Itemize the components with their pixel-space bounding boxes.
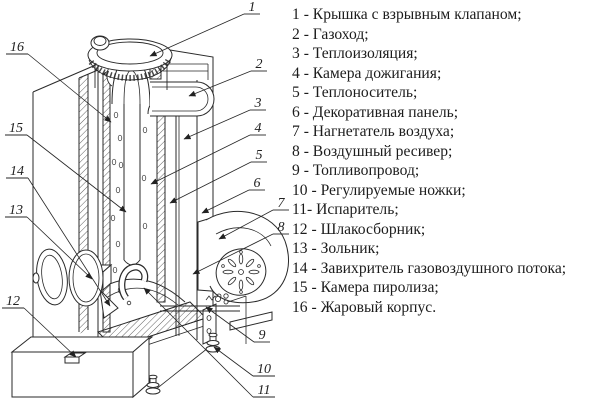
adjustable-feet: [145, 332, 221, 395]
callout-number: 10: [257, 362, 271, 377]
legend-item: 4 - Камера дожигания;: [292, 64, 442, 82]
leader-line: [201, 189, 250, 214]
leader-line: [27, 53, 112, 123]
callout-7: 7: [218, 196, 289, 240]
legend-item: 8 - Воздушный ресивер;: [292, 142, 453, 160]
callout-number: 16: [10, 40, 24, 55]
leader-line: [183, 109, 251, 140]
callout-1: 1: [149, 0, 260, 57]
legend-item: 2 - Газоход;: [292, 25, 369, 43]
callout-number: 13: [9, 203, 23, 218]
legend-item: 5 - Теплоноситель;: [292, 84, 418, 101]
callout-9: 9: [205, 306, 270, 343]
leader-line: [169, 161, 252, 204]
callout-14: 14: [6, 164, 111, 307]
callout-12: 12: [2, 294, 77, 358]
leader-line: [192, 233, 274, 275]
callout-5: 5: [169, 148, 267, 204]
callout-number: 1: [249, 0, 256, 15]
leader-line: [205, 306, 255, 343]
ash-drawer: [10, 336, 154, 399]
callout-number: 8: [278, 220, 285, 235]
callout-number: 6: [254, 176, 261, 191]
callout-2: 2: [188, 57, 267, 97]
callout-number: 14: [10, 164, 24, 179]
leader-line: [23, 307, 77, 358]
callout-13: 13: [5, 203, 93, 280]
callout-number: 4: [255, 121, 262, 136]
callout-16: 16: [6, 40, 112, 123]
legend-item: 11- Испаритель;: [292, 201, 399, 218]
callout-number: 7: [278, 196, 286, 211]
legend-item: 15 - Камера пиролиза;: [292, 279, 439, 296]
callout-15: 15: [5, 121, 127, 213]
legend-item: 16 - Жаровый корпус.: [292, 298, 437, 316]
leader-line: [218, 209, 274, 240]
leader-line: [26, 134, 127, 213]
callout-number: 15: [9, 121, 23, 136]
callout-number: 11: [258, 383, 271, 398]
callout-8: 8: [192, 220, 289, 275]
callout-number: 5: [256, 148, 263, 163]
leader-line: [213, 346, 254, 377]
legend-item: 13 - Зольник;: [292, 240, 380, 257]
legend-item: 6 - Декоративная панель;: [292, 103, 459, 121]
leader-line: [143, 287, 254, 398]
fuel-pipe: [160, 293, 240, 312]
callout-3: 3: [183, 96, 266, 140]
callout-number: 3: [254, 96, 262, 111]
leader-line: [27, 177, 111, 307]
legend-item: 14 - Завихритель газовоздушного потока;: [292, 259, 567, 277]
lid: [87, 35, 173, 90]
legend-item: 12 - Шлакосборник;: [292, 220, 426, 238]
callout-4: 4: [150, 121, 266, 185]
callout-10: 10: [213, 346, 275, 377]
callout-6: 6: [201, 176, 265, 214]
callout-number: 9: [259, 328, 266, 343]
leader-line: [150, 134, 251, 185]
jacket-walls: [147, 80, 204, 340]
parts-legend: 1 - Крышка с взрывным клапаном; 2 - Газох…: [292, 5, 592, 317]
leader-line: [149, 13, 245, 57]
legend-item: 9 - Топливопровод;: [292, 162, 420, 179]
legend-item: 3 - Теплоизоляция;: [292, 45, 418, 62]
air-blower: [197, 210, 289, 305]
leader-line: [26, 216, 93, 280]
legend-item: 10 - Регулируемые ножки;: [292, 181, 466, 199]
callout-number: 2: [256, 57, 263, 72]
callout-11: 11: [143, 287, 275, 398]
callout-number: 12: [6, 294, 20, 309]
legend-item: 7 - Нагнетатель воздуха;: [292, 123, 455, 140]
fan-inlet-disc: [215, 248, 267, 296]
leader-line: [188, 70, 252, 97]
evaporator: [118, 263, 149, 306]
legend-item: 1 - Крышка с взрывным клапаном;: [292, 6, 522, 23]
